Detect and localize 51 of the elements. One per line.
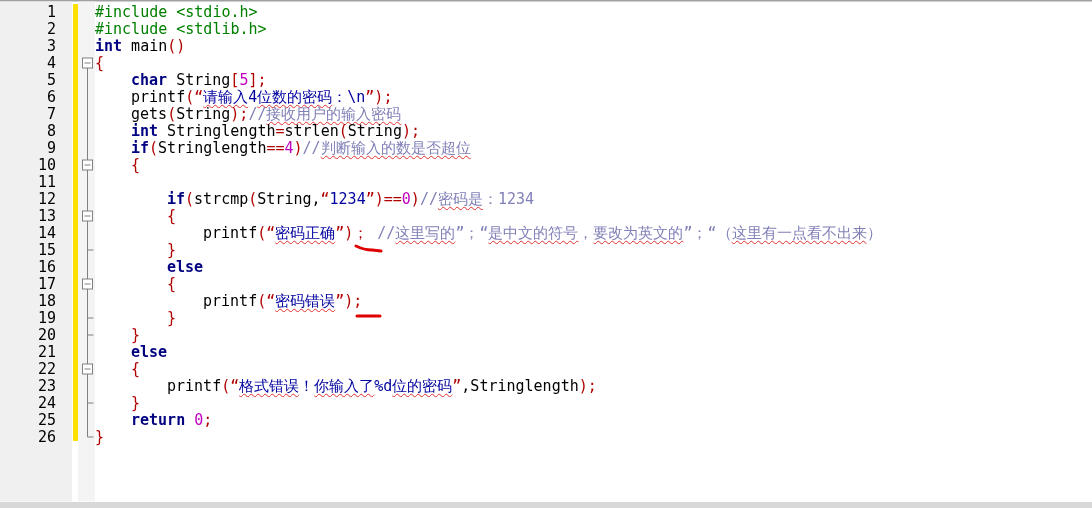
line-number: 15 — [36, 241, 56, 259]
line-number: 14 — [36, 224, 56, 242]
code-line: if(Stringlength==4)//判断输入的数是否超位 — [131, 139, 471, 157]
line-number: 9 — [45, 139, 56, 157]
code-line: } — [131, 394, 141, 412]
line-number: 22 — [36, 360, 56, 378]
code-line: { — [167, 275, 177, 293]
line-number: 8 — [45, 122, 56, 140]
code-line: int main() — [95, 37, 186, 55]
code-line: { — [131, 156, 141, 174]
code-line: if(strcmp(String,“1234”)==0)//密码是：1234 — [167, 190, 535, 208]
line-number: 17 — [36, 275, 56, 293]
line-number: 6 — [45, 88, 56, 106]
line-number: 10 — [36, 156, 56, 174]
code-line: printf(“密码正确”)； //这里写的”；“是中文的符号，要改为英文的”；“（这里有一点看不出来） — [203, 224, 882, 242]
code-line: { — [95, 54, 105, 72]
code-line: printf(“请输入4位数的密码：\n”); — [131, 88, 393, 106]
line-number: 3 — [45, 37, 56, 55]
code-line: } — [131, 326, 141, 344]
line-number: 24 — [36, 394, 56, 412]
line-number: 19 — [36, 309, 56, 327]
code-line: int Stringlength=strlen(String); — [131, 122, 420, 140]
code-line: printf(“格式错误！你输入了%d位的密码”,Stringlength); — [167, 377, 597, 395]
line-number: 20 — [36, 326, 56, 344]
line-number: 12 — [36, 190, 56, 208]
line-number: 18 — [36, 292, 56, 310]
code-line: return 0; — [131, 411, 213, 429]
line-number: 23 — [36, 377, 56, 395]
code-line: { — [167, 207, 177, 225]
code-line: } — [167, 241, 177, 259]
line-number: 7 — [45, 105, 56, 123]
line-number: 11 — [36, 173, 56, 191]
line-number: 5 — [45, 71, 56, 89]
line-number: 4 — [45, 54, 56, 72]
code-line: char String[5]; — [131, 71, 267, 89]
code-line: } — [95, 428, 105, 446]
code-line: { — [131, 360, 141, 378]
line-number: 26 — [36, 428, 56, 446]
line-number: 25 — [36, 411, 56, 429]
line-number: 2 — [45, 20, 56, 38]
code-line: gets(String);//接收用户的输入密码 — [131, 105, 402, 123]
code-line: else — [167, 258, 204, 276]
line-number: 1 — [45, 3, 56, 21]
code-line: } — [167, 309, 177, 327]
code-line: else — [131, 343, 168, 361]
code-line: #include <stdio.h> — [95, 3, 258, 21]
code-line: #include <stdlib.h> — [95, 20, 267, 38]
line-number: 13 — [36, 207, 56, 225]
line-number: 21 — [36, 343, 56, 361]
code-line: printf(“密码错误”); — [203, 292, 363, 310]
line-number: 16 — [36, 258, 56, 276]
